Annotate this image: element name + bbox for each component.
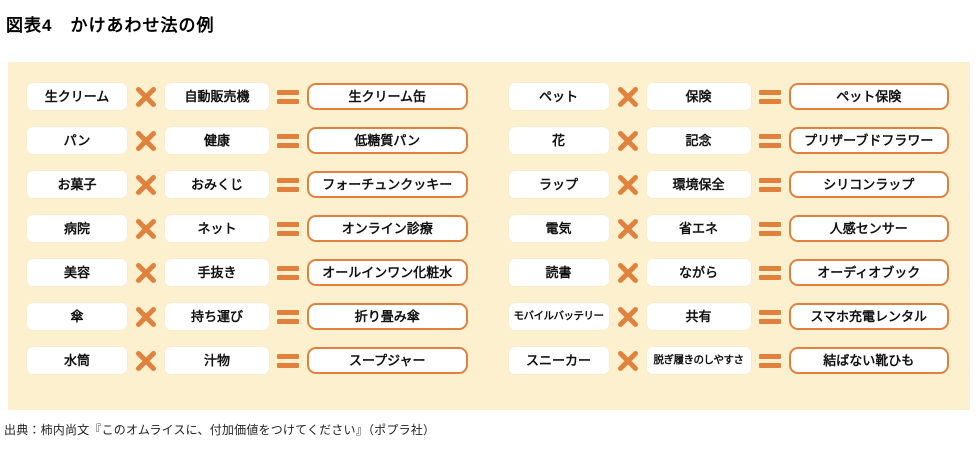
operand-box: ながら bbox=[646, 259, 751, 286]
operand-box: ペット bbox=[508, 83, 609, 110]
operand-box: 保険 bbox=[646, 83, 751, 110]
result-box: フォーチュンクッキー bbox=[307, 171, 468, 198]
operand-box: 病院 bbox=[27, 215, 127, 242]
result-box: 生クリーム缶 bbox=[307, 83, 468, 110]
equals-icon bbox=[758, 217, 782, 241]
equals-icon bbox=[276, 349, 300, 373]
combo-row: 美容 手抜き オールインワン化粧水 bbox=[27, 259, 468, 286]
combo-row: 病院 ネット オンライン診療 bbox=[27, 215, 468, 242]
result-box: スープジャー bbox=[307, 347, 468, 374]
operand-box: 共有 bbox=[646, 303, 751, 330]
operand-box: おみくじ bbox=[165, 171, 269, 198]
column-left: 生クリーム 自動販売機 生クリーム缶 パン 健康 低糖質パン お菓子 bbox=[27, 83, 468, 374]
multiply-icon bbox=[134, 349, 158, 373]
result-box: オールインワン化粧水 bbox=[307, 259, 468, 286]
operand-box: 傘 bbox=[27, 303, 127, 330]
operand-box: 脱ぎ履きのしやすさ bbox=[646, 347, 751, 374]
equals-icon bbox=[276, 129, 300, 153]
result-box: 人感センサー bbox=[788, 215, 949, 242]
combo-row: 水筒 汁物 スープジャー bbox=[27, 347, 468, 374]
equals-icon bbox=[276, 173, 300, 197]
operand-box: 花 bbox=[508, 127, 609, 154]
combo-row: 生クリーム 自動販売機 生クリーム缶 bbox=[27, 83, 468, 110]
operand-box: 記念 bbox=[646, 127, 751, 154]
equals-icon bbox=[276, 261, 300, 285]
multiply-icon bbox=[616, 85, 640, 109]
result-box: スマホ充電レンタル bbox=[788, 303, 949, 330]
equals-icon bbox=[758, 173, 782, 197]
operand-box: 生クリーム bbox=[27, 83, 127, 110]
multiply-icon bbox=[616, 349, 640, 373]
operand-box: 環境保全 bbox=[646, 171, 751, 198]
multiply-icon bbox=[134, 217, 158, 241]
operand-box: 持ち運び bbox=[165, 303, 269, 330]
combo-row: 電気 省エネ 人感センサー bbox=[508, 215, 949, 242]
multiply-icon bbox=[616, 173, 640, 197]
operand-box: スニーカー bbox=[508, 347, 609, 374]
equals-icon bbox=[276, 217, 300, 241]
operand-box: お菓子 bbox=[27, 171, 127, 198]
multiply-icon bbox=[134, 261, 158, 285]
operand-box: 水筒 bbox=[27, 347, 127, 374]
combo-row: パン 健康 低糖質パン bbox=[27, 127, 468, 154]
multiply-icon bbox=[134, 173, 158, 197]
multiply-icon bbox=[616, 305, 640, 329]
equals-icon bbox=[276, 305, 300, 329]
figure-title: 図表4 かけあわせ法の例 bbox=[6, 16, 215, 35]
operand-box: ラップ bbox=[508, 171, 609, 198]
result-box: プリザーブドフラワー bbox=[788, 127, 949, 154]
equals-icon bbox=[758, 349, 782, 373]
combo-row: 読書 ながら オーディオブック bbox=[508, 259, 949, 286]
result-box: オーディオブック bbox=[788, 259, 949, 286]
multiply-icon bbox=[134, 129, 158, 153]
equals-icon bbox=[758, 129, 782, 153]
operand-box: 手抜き bbox=[165, 259, 269, 286]
operand-box: 健康 bbox=[165, 127, 269, 154]
column-right: ペット 保険 ペット保険 花 記念 プリザーブドフラワー ラップ bbox=[508, 83, 949, 374]
multiply-icon bbox=[616, 217, 640, 241]
result-box: 低糖質パン bbox=[307, 127, 468, 154]
operand-box: モバイルバッテリー bbox=[508, 303, 609, 330]
multiply-icon bbox=[616, 261, 640, 285]
operand-box: 電気 bbox=[508, 215, 609, 242]
multiply-icon bbox=[134, 305, 158, 329]
combination-panel: 生クリーム 自動販売機 生クリーム缶 パン 健康 低糖質パン お菓子 bbox=[8, 62, 970, 410]
operand-box: ネット bbox=[165, 215, 269, 242]
operand-box: 自動販売機 bbox=[165, 83, 269, 110]
equals-icon bbox=[758, 305, 782, 329]
equals-icon bbox=[276, 85, 300, 109]
operand-box: パン bbox=[27, 127, 127, 154]
columns-wrapper: 生クリーム 自動販売機 生クリーム缶 パン 健康 低糖質パン お菓子 bbox=[27, 83, 949, 374]
combo-row: 花 記念 プリザーブドフラワー bbox=[508, 127, 949, 154]
operand-box: 読書 bbox=[508, 259, 609, 286]
combo-row: お菓子 おみくじ フォーチュンクッキー bbox=[27, 171, 468, 198]
combo-row: ペット 保険 ペット保険 bbox=[508, 83, 949, 110]
combo-row: ラップ 環境保全 シリコンラップ bbox=[508, 171, 949, 198]
equals-icon bbox=[758, 261, 782, 285]
result-box: 折り畳み傘 bbox=[307, 303, 468, 330]
equals-icon bbox=[758, 85, 782, 109]
result-box: オンライン診療 bbox=[307, 215, 468, 242]
multiply-icon bbox=[616, 129, 640, 153]
combo-row: スニーカー 脱ぎ履きのしやすさ 結ばない靴ひも bbox=[508, 347, 949, 374]
combo-row: モバイルバッテリー 共有 スマホ充電レンタル bbox=[508, 303, 949, 330]
operand-box: 省エネ bbox=[646, 215, 751, 242]
operand-box: 美容 bbox=[27, 259, 127, 286]
result-box: シリコンラップ bbox=[788, 171, 949, 198]
result-box: 結ばない靴ひも bbox=[788, 347, 949, 374]
source-citation: 出典：柿内尚文『このオムライスに、付加価値をつけてください』（ポプラ社） bbox=[4, 423, 436, 437]
combo-row: 傘 持ち運び 折り畳み傘 bbox=[27, 303, 468, 330]
multiply-icon bbox=[134, 85, 158, 109]
result-box: ペット保険 bbox=[788, 83, 949, 110]
operand-box: 汁物 bbox=[165, 347, 269, 374]
